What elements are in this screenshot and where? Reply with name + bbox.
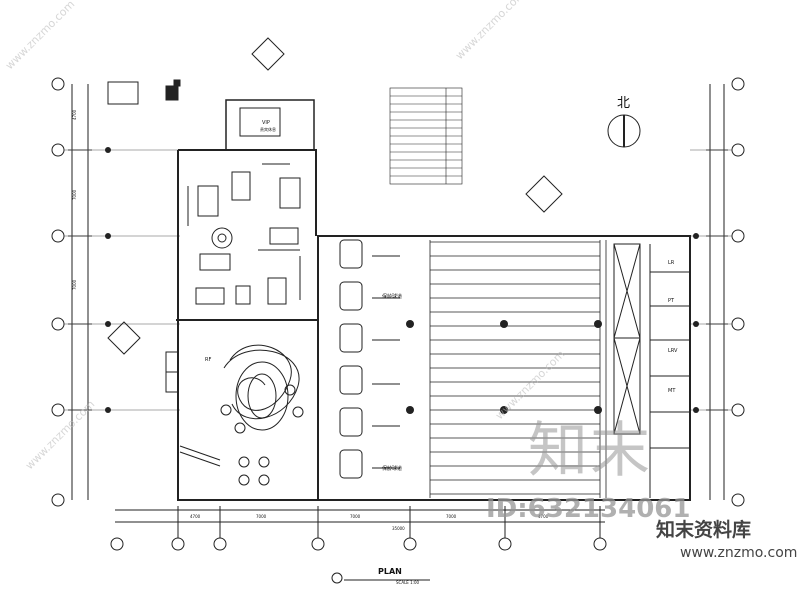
section-marker-icon — [107, 37, 563, 355]
vip-label: VIP — [262, 120, 270, 126]
dimension-text: 4700 — [190, 514, 201, 519]
lane-label-1: 保龄球道 — [382, 293, 402, 300]
column — [165, 85, 179, 101]
watermark-site-name: 知末资料库 — [656, 519, 752, 541]
dimension-text: 7000 — [256, 514, 267, 519]
room-label: LRV — [668, 348, 678, 354]
legend-table — [389, 87, 463, 185]
room-label: MT — [668, 388, 676, 394]
dimension-text: 7000 — [72, 279, 77, 290]
left-dimension-chain — [68, 84, 92, 500]
right-dimension-chain — [706, 84, 728, 500]
dimension-text: 7000 — [350, 514, 361, 519]
vip-sub-label: 贵宾休息 — [260, 126, 276, 132]
grid-axis-lines — [64, 149, 735, 411]
column — [173, 79, 181, 87]
watermark-url: www.znzmo.com — [680, 545, 798, 561]
plan-title: PLAN — [378, 567, 402, 576]
bowling-lanes — [429, 240, 607, 498]
dimension-text: 4700 — [72, 109, 77, 120]
north-arrow-icon — [607, 114, 641, 148]
watermark-id: ID:632134061 — [486, 494, 691, 524]
entrance-doors — [165, 351, 179, 393]
dimension-text: 4700 — [538, 514, 549, 519]
bowling-ball-returns — [339, 239, 400, 479]
total-dimension: 35000 — [392, 526, 405, 531]
title-symbol-icon — [331, 572, 430, 584]
room-label: PT — [668, 298, 675, 304]
svg-text:www.znzmo.com: www.znzmo.com — [453, 0, 527, 62]
rf-bar-area — [179, 344, 304, 486]
watermark-logo: 知末 — [528, 416, 652, 486]
lounge-furniture — [187, 163, 301, 305]
room-label: LR — [668, 260, 675, 266]
grid-bubbles — [51, 77, 745, 551]
bottom-dimension-chain — [115, 506, 605, 540]
svg-text:www.znzmo.com: www.znzmo.com — [3, 0, 77, 72]
dimension-text: 7000 — [446, 514, 457, 519]
north-label: 北 — [617, 96, 630, 111]
pinsetter-area — [613, 243, 690, 498]
dimension-text: 7000 — [72, 189, 77, 200]
lane-label-2: 保龄球道 — [382, 465, 402, 472]
column-dots — [105, 147, 699, 414]
plan-scale: SCALE 1:00 — [396, 580, 420, 585]
entrance-block — [107, 81, 139, 105]
rf-label: RF — [205, 357, 211, 363]
vip-room — [225, 99, 315, 151]
building-outline — [176, 149, 691, 501]
